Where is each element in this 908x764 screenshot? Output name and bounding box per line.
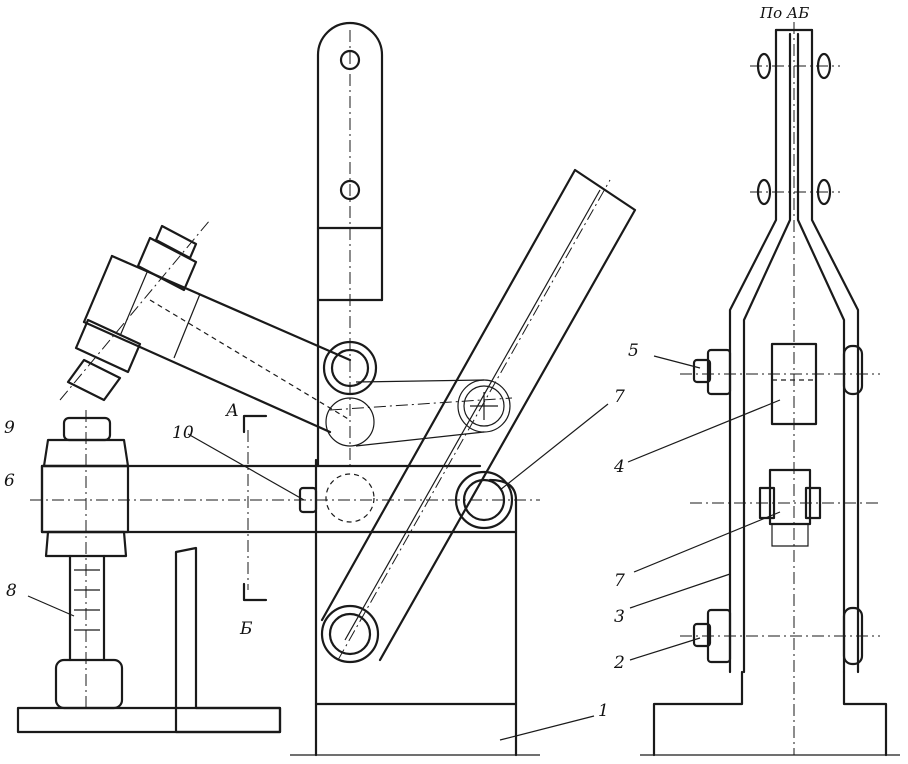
section-line-ab [242, 414, 268, 602]
label-part-3: 3 [614, 607, 625, 627]
label-part-6: 6 [4, 471, 15, 491]
inclined-handle [320, 168, 637, 662]
label-part-10: 10 [172, 423, 194, 443]
label-part-7-side: 7 [614, 571, 625, 591]
side-view [627, 22, 900, 757]
section-mark-top: А [225, 401, 239, 421]
label-part-5: 5 [628, 341, 639, 361]
adjusting-screw [42, 410, 130, 712]
body-column [290, 458, 540, 757]
label-part-4: 4 [613, 457, 625, 477]
label-part-8: 8 [6, 581, 17, 601]
label-part-1: 1 [598, 701, 609, 721]
front-view [16, 21, 637, 757]
inclined-clamp-arm [59, 219, 352, 434]
vertical-link-bar [316, 21, 384, 470]
labels: По АБ А Б 9 6 8 10 7 1 5 4 7 3 2 [4, 4, 809, 721]
connecting-link [329, 379, 513, 447]
leader-lines-front [27, 403, 609, 741]
angle-bracket [174, 546, 282, 734]
label-part-7-front: 7 [614, 387, 625, 407]
pin-10 [298, 486, 318, 514]
section-title: По АБ [759, 4, 809, 22]
label-part-2: 2 [613, 653, 625, 673]
label-part-9: 9 [4, 418, 15, 438]
base-plate [16, 706, 282, 734]
section-mark-bottom: Б [239, 619, 253, 639]
